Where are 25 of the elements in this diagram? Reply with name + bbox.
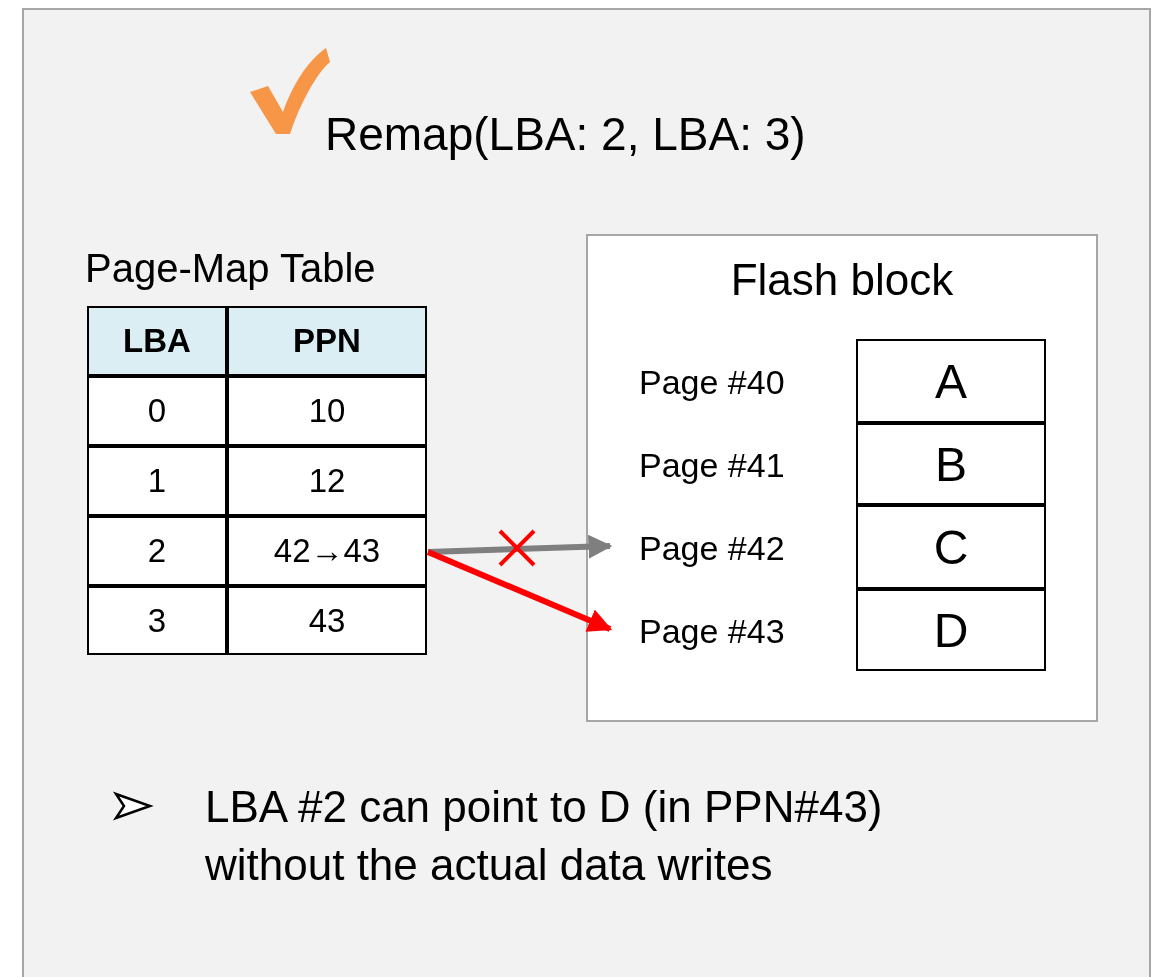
page-label: Page #40 [612, 340, 827, 424]
arrow [427, 534, 613, 559]
page-cell: D [856, 589, 1046, 671]
page-cell: B [856, 423, 1046, 505]
table-cell: 12 [227, 446, 427, 516]
box-heading: Flash block [729, 254, 955, 306]
table-header-cell: PPN [227, 306, 427, 376]
title: Remap(LBA: 2, LBA: 3) [325, 107, 806, 162]
table-cell: 10 [227, 376, 427, 446]
page-cell: A [856, 339, 1046, 423]
table-cell: 0 [87, 376, 227, 446]
table-header-cell: LBA [87, 306, 227, 376]
arrow [426, 549, 613, 632]
page-label: Page #42 [612, 506, 827, 590]
table-cell: 43 [227, 586, 427, 655]
table-cell: 2 [87, 516, 227, 586]
table-cell: 1 [87, 446, 227, 516]
page-label: Page #41 [612, 424, 827, 506]
note-text: LBA #2 can point to D (in PPN#43) without the actual data writes [205, 781, 884, 891]
table-cell: 3 [87, 586, 227, 655]
page-label: Page #43 [612, 590, 827, 672]
table-title: Page-Map Table [85, 245, 376, 291]
table-cell: 42→43 [227, 516, 427, 586]
flash-block-box [586, 234, 1098, 722]
page-cell: C [856, 505, 1046, 589]
